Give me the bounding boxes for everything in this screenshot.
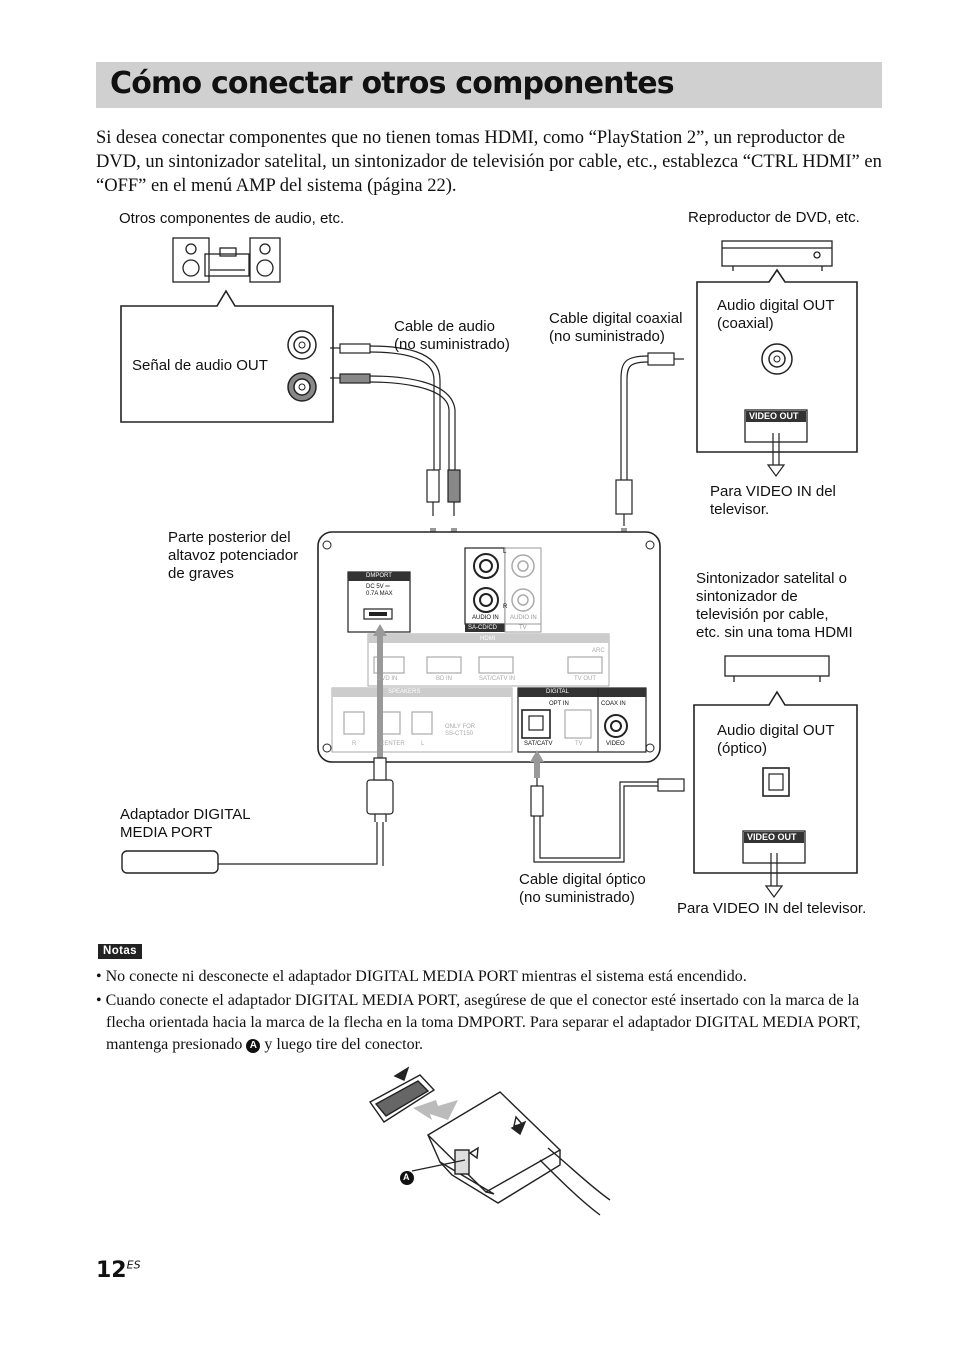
label-tuner-2: sintonizador de [696, 588, 798, 605]
panel-dc-max: 0.7A MAX [366, 591, 393, 597]
label-tuner-4: etc. sin una toma HDMI [696, 624, 853, 641]
panel-hdmi: HDMI [480, 636, 496, 642]
panel-speakers: SPEAKERS [388, 689, 421, 695]
panel-spk-r: R [352, 741, 357, 747]
page-title: Cómo conectar otros componentes [110, 66, 675, 101]
label-coax-cable-2: (no suministrado) [549, 328, 665, 345]
label-to-tv-1: Para VIDEO IN del [710, 483, 836, 500]
intro-paragraph: Si desea conectar componentes que no tie… [96, 128, 882, 196]
label-audio-cable-2: (no suministrado) [394, 336, 510, 353]
tuner-optical-jack [762, 767, 790, 797]
label-dmport-adapter-1: Adaptador DIGITAL [120, 806, 251, 823]
dvd-coax-jack [761, 343, 793, 375]
label-to-tv-full: Para VIDEO IN del televisor. [677, 900, 867, 917]
panel-sat-catv: SAT/CATV [524, 741, 553, 747]
label-video-out-2: VIDEO OUT [747, 832, 797, 842]
marker-a-icon: A [246, 1039, 261, 1053]
label-tuner-3: televisión por cable, [696, 606, 829, 623]
illustration-marker-a: A [403, 1172, 410, 1182]
panel-opt-in: OPT IN [549, 701, 569, 707]
panel-sat-in: SAT/CATV IN [479, 676, 516, 682]
rca-jacks [287, 330, 317, 402]
panel-l-mark: L [503, 549, 507, 555]
panel-r-mark: R [503, 604, 508, 610]
label-tuner-1: Sintonizador satelital o [696, 570, 847, 587]
label-dvd-player: Reproductor de DVD, etc. [688, 209, 860, 226]
panel-dc: DC 5V ═ [366, 584, 390, 590]
dmport-adapter-cable [121, 757, 394, 874]
notes-list: • No conecte ni desconecte el adaptador … [96, 966, 886, 1058]
panel-dvd-in: DVD IN [377, 676, 398, 682]
panel-only-for-2: SS-CT150 [445, 731, 474, 737]
label-audio-signal-out: Señal de audio OUT [132, 357, 268, 374]
panel-tv-out: TV OUT [574, 676, 596, 682]
label-subwoofer-2: altavoz potenciador [168, 547, 299, 564]
panel-spk-center: CENTER [380, 741, 405, 747]
label-audio-cable-1: Cable de audio [394, 318, 495, 335]
label-subwoofer-1: Parte posterior del [168, 529, 291, 546]
page-suffix: ES [126, 1258, 141, 1272]
stereo-system-icon [172, 237, 281, 283]
panel-sa-cd: SA-CD/CD [468, 625, 498, 631]
connector-illustration [368, 1066, 611, 1216]
panel-audio-in-2: AUDIO IN [510, 615, 537, 621]
audio-out-box [120, 289, 334, 423]
label-dvd-out-2: (coaxial) [717, 315, 774, 332]
label-coax-cable-1: Cable digital coaxial [549, 310, 683, 327]
label-dmport-adapter-2: MEDIA PORT [120, 824, 213, 841]
to-tv-arrow-1 [766, 433, 786, 478]
label-subwoofer-3: de graves [168, 565, 234, 582]
title-bar [96, 62, 882, 108]
panel-coax-in: COAX IN [601, 701, 626, 707]
panel-digital: DIGITAL [546, 689, 569, 695]
label-dvd-out-1: Audio digital OUT [717, 297, 835, 314]
page-number-value: 12 [96, 1258, 127, 1283]
panel-video: VIDEO [606, 741, 625, 747]
page-number: 12ES [96, 1258, 141, 1283]
panel-arc: ARC [592, 648, 605, 654]
notes-badge: Notas [98, 944, 142, 959]
panel-dmport: DMPORT [366, 573, 392, 579]
label-opt-out-1: Audio digital OUT [717, 722, 835, 739]
panel-spk-l: L [421, 741, 425, 747]
label-optical-cable-1: Cable digital óptico [519, 871, 646, 888]
label-other-audio: Otros componentes de audio, etc. [119, 210, 345, 227]
label-to-tv-2: televisor. [710, 501, 770, 518]
panel-only-for-1: ONLY FOR [445, 724, 476, 730]
panel-bd-in: BD IN [436, 676, 453, 682]
label-video-out-1: VIDEO OUT [749, 411, 799, 421]
panel-audio-in-1: AUDIO IN [472, 615, 499, 621]
tuner-icon [724, 655, 830, 682]
label-opt-out-2: (óptico) [717, 740, 768, 757]
optical-cable [530, 778, 685, 863]
note-2-tail: y luego tire del conector. [264, 1036, 424, 1053]
panel-digital-tv: TV [575, 741, 583, 747]
dvd-player-icon [721, 240, 833, 271]
panel-tv: TV [519, 625, 527, 631]
note-item: • No conecte ni desconecte el adaptador … [96, 968, 747, 985]
coaxial-cable [615, 352, 684, 526]
note-2-text: Cuando conecte el adaptador DIGITAL MEDI… [105, 992, 861, 1053]
label-optical-cable-2: (no suministrado) [519, 889, 635, 906]
note-item: • Cuando conecte el adaptador DIGITAL ME… [96, 992, 861, 1053]
audio-cable [330, 343, 461, 516]
note-1-text: No conecte ni desconecte el adaptador DI… [105, 968, 747, 985]
to-tv-arrow-2 [764, 853, 784, 899]
